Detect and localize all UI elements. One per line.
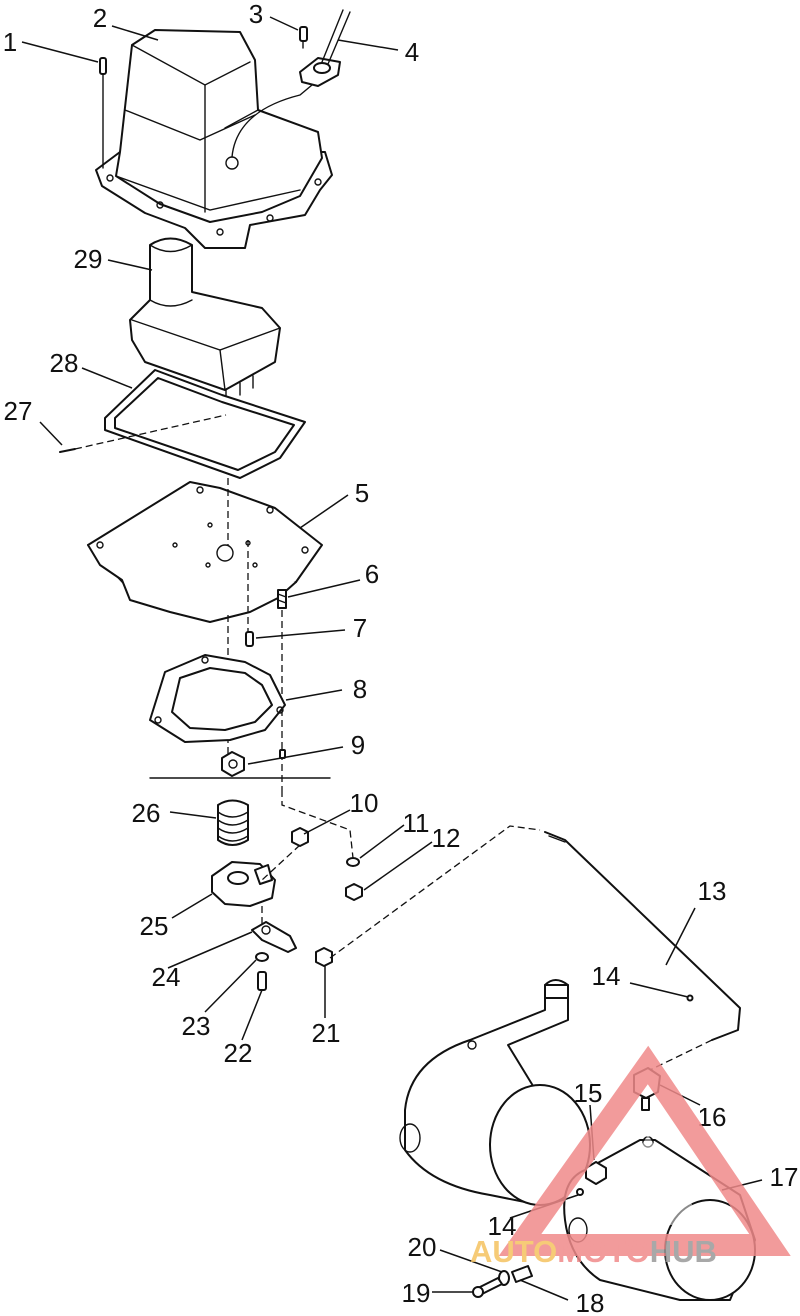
part-27-pin <box>59 414 227 453</box>
part-1-screw <box>99 57 107 169</box>
part-2-cover <box>95 29 333 249</box>
watermark-logo: AUTOMOTOHUB <box>470 1045 791 1269</box>
callout-4: 4 <box>405 37 419 67</box>
callout-1: 1 <box>3 27 17 57</box>
part-3-screw <box>299 26 308 49</box>
part-28-gasket <box>104 369 306 479</box>
centerline-link <box>329 825 541 959</box>
part-11-washer <box>346 857 360 867</box>
part-19-screw <box>472 1277 503 1298</box>
part-10-nut <box>291 827 309 847</box>
callout-19: 19 <box>402 1278 431 1308</box>
callout-21: 21 <box>312 1018 341 1048</box>
watermark-moto: MOTO <box>557 1234 649 1269</box>
callout-3: 3 <box>249 0 263 29</box>
part-24-lever <box>251 921 297 953</box>
watermark-text: AUTOMOTOHUB <box>470 1234 717 1269</box>
centerline-nut-11 <box>281 790 354 859</box>
watermark-triangle <box>498 1045 791 1256</box>
part-14-clip-upper <box>686 994 694 1002</box>
part-26-spring <box>217 799 249 846</box>
callout-11: 11 <box>403 808 430 838</box>
callout-9: 9 <box>351 730 365 760</box>
callout-2: 2 <box>93 3 107 33</box>
callout-5: 5 <box>355 478 369 508</box>
part-5-base-plate <box>87 481 323 623</box>
callout-7: 7 <box>353 613 367 643</box>
callout-14-upper: 14 <box>592 961 621 991</box>
part-14-clip-lower <box>576 1188 584 1196</box>
part-7-screw <box>245 631 254 647</box>
callout-labels: 1 2 3 4 29 28 27 5 6 7 8 9 10 11 12 13 1… <box>3 0 799 1316</box>
callout-24: 24 <box>152 962 181 992</box>
callout-12: 12 <box>432 823 461 853</box>
part-13-rod <box>544 831 741 1041</box>
watermark-hub: HUB <box>650 1234 717 1269</box>
callout-29: 29 <box>74 244 103 274</box>
part-4-grommet <box>299 9 351 87</box>
part-15-nut <box>585 1161 607 1185</box>
callout-10: 10 <box>350 788 379 818</box>
part-21-nut <box>315 947 333 967</box>
part-23-washer <box>255 952 269 962</box>
callout-23: 23 <box>182 1011 211 1041</box>
callout-27: 27 <box>4 396 33 426</box>
part-8-gasket <box>149 654 286 743</box>
part-22-screw <box>257 971 267 991</box>
callout-15: 15 <box>574 1078 603 1108</box>
part-12-nut <box>345 883 363 901</box>
callout-8: 8 <box>353 674 367 704</box>
callout-26: 26 <box>132 798 161 828</box>
part-18-spring <box>511 1265 533 1283</box>
callout-14-lower: 14 <box>488 1211 517 1241</box>
part-25-cam <box>211 844 301 925</box>
callout-22: 22 <box>224 1038 253 1068</box>
callout-6: 6 <box>365 559 379 589</box>
callout-17: 17 <box>770 1162 799 1192</box>
part-6-spring <box>277 589 287 609</box>
watermark-auto: AUTO <box>470 1234 557 1269</box>
callout-25: 25 <box>140 911 169 941</box>
callout-20: 20 <box>408 1232 437 1262</box>
leader-lines <box>21 16 763 1301</box>
callout-13: 13 <box>698 876 727 906</box>
callout-28: 28 <box>50 348 79 378</box>
callout-18: 18 <box>576 1288 605 1316</box>
part-9-nut <box>221 751 245 777</box>
